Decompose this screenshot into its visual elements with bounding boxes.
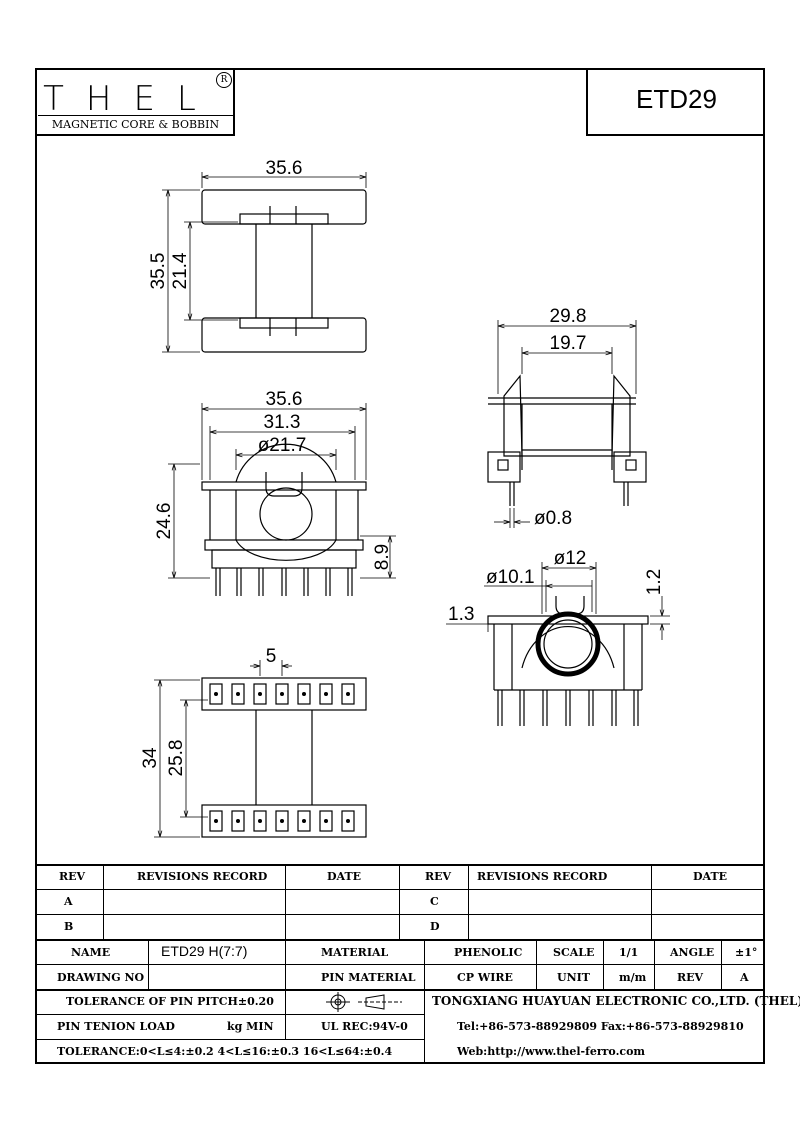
tel-fax: Tel:+86-573-88929809 Fax:+86-573-8892981… (457, 1020, 744, 1033)
dim-rear-offset: 1.3 (448, 604, 474, 625)
dim-bottom-height-inner: 25.8 (166, 740, 187, 777)
rev-header-right: REV (425, 870, 452, 883)
tolerance-general: TOLERANCE:0<L≤4:±0.2 4<L≤16:±0.3 16<L≤64… (57, 1045, 393, 1058)
rev-label: REV (677, 971, 704, 984)
dim-side-inner-width: 19.7 (550, 333, 587, 354)
rear-view (446, 562, 670, 726)
revisions-record-header-right: REVISIONS RECORD (477, 870, 608, 883)
dim-rear-gap: 1.2 (644, 569, 665, 595)
company-logo: THEL R MAGNETIC CORE & BOBBIN (38, 70, 233, 136)
logo-wordmark: THEL (43, 79, 218, 119)
rev-c-label: C (430, 895, 439, 908)
logo-box (35, 68, 235, 136)
dim-bottom-pitch: 5 (266, 646, 277, 667)
dim-top-height-inner: 21.4 (170, 252, 191, 289)
date-header: DATE (327, 870, 362, 883)
rev-header: REV (59, 870, 86, 883)
top-view (162, 172, 367, 353)
dim-bottom-height-outer: 34 (140, 747, 161, 769)
projection-symbol-icon (326, 992, 402, 1012)
dim-top-height-outer: 35.5 (148, 253, 169, 290)
rev-d-label: D (430, 920, 440, 933)
drawing-no-label: DRAWING NO (57, 971, 145, 984)
logo-subtitle: MAGNETIC CORE & BOBBIN (38, 115, 233, 132)
rev-b-label: B (64, 920, 74, 933)
model-box: ETD29 (586, 68, 765, 136)
bottom-view (154, 660, 367, 838)
registered-mark-icon: R (216, 72, 232, 88)
pin-tension-label: PIN TENION LOAD (57, 1020, 175, 1033)
dim-front-bore: ø21.7 (258, 435, 307, 456)
pin-tension-unit: kg MIN (227, 1020, 274, 1033)
angle-value: ±1° (735, 946, 758, 959)
dim-top-width: 35.6 (266, 158, 303, 179)
dim-front-inner-width: 31.3 (264, 412, 301, 433)
web-address: Web:http://www.thel-ferro.com (457, 1045, 646, 1058)
front-view (168, 403, 396, 596)
dim-front-pin-height: 8.9 (372, 544, 393, 570)
side-view (487, 320, 647, 528)
revisions-record-header: REVISIONS RECORD (137, 870, 268, 883)
drawing-frame (35, 68, 765, 1064)
tolerance-pin-pitch: TOLERANCE OF PIN PITCH±0.20 (66, 995, 274, 1008)
dim-rear-outer-dia: ø12 (554, 548, 587, 569)
scale-value: 1/1 (619, 946, 639, 959)
name-value: ETD29 H(7:7) (161, 943, 248, 959)
dim-side-pin-dia: ø0.8 (534, 508, 572, 529)
pin-material-value: CP WIRE (457, 971, 513, 984)
date-header-right: DATE (693, 870, 728, 883)
dim-rear-inner-dia: ø10.1 (486, 567, 535, 588)
technical-drawing: 35.6 35.5 21.4 35.6 31.3 ø21.7 24.6 8.9 … (140, 158, 670, 838)
material-label: MATERIAL (321, 946, 389, 959)
material-value: PHENOLIC (454, 946, 523, 959)
company-name: TONGXIANG HUAYUAN ELECTRONIC CO.,LTD. (T… (432, 994, 800, 1008)
unit-value: m/m (619, 971, 647, 984)
scale-label: SCALE (553, 946, 595, 959)
rev-value: A (740, 971, 749, 984)
rev-a-label: A (64, 895, 73, 908)
angle-label: ANGLE (670, 946, 715, 959)
dim-front-height: 24.6 (154, 503, 175, 540)
dim-front-width: 35.6 (266, 389, 303, 410)
unit-label: UNIT (557, 971, 590, 984)
dim-side-width: 29.8 (550, 306, 587, 327)
title-block: REV REVISIONS RECORD DATE REV REVISIONS … (35, 864, 800, 1064)
pin-material-label: PIN MATERIAL (321, 971, 416, 984)
ul-rec: UL REC:94V-0 (321, 1020, 408, 1033)
name-label: NAME (71, 946, 111, 959)
model-title: ETD29 (636, 84, 717, 114)
